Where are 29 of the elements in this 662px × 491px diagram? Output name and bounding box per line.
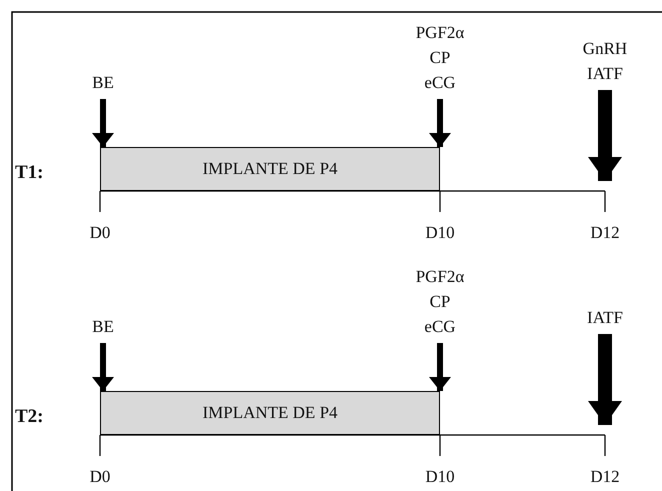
treatment-label: eCG xyxy=(423,72,457,94)
day-label: D12 xyxy=(589,222,621,244)
day-label: D0 xyxy=(88,222,112,244)
day-label: D10 xyxy=(424,466,456,488)
treatment-label: BE xyxy=(58,314,148,339)
implant-period-bar xyxy=(100,147,440,191)
arrow xyxy=(92,99,114,147)
day-label: D10 xyxy=(424,222,456,244)
treatment-label: IATF xyxy=(560,305,650,330)
treatment-label: IATF xyxy=(586,63,624,85)
day-label: D12 xyxy=(589,466,621,488)
treatment-label: BE xyxy=(58,70,148,95)
arrow xyxy=(588,334,622,425)
day-label: D0 xyxy=(88,466,112,488)
group-label: T2: xyxy=(15,405,44,429)
arrow xyxy=(429,99,451,147)
treatment-label: CP xyxy=(428,47,452,69)
bar-label: IMPLANTE DE P4 xyxy=(202,159,338,179)
arrow xyxy=(429,343,451,391)
treatment-label: GnRH xyxy=(582,38,628,60)
bar-label: IMPLANTE DE P4 xyxy=(202,403,338,423)
group-label: T1: xyxy=(15,161,44,185)
treatment-label: CP xyxy=(428,291,452,313)
treatment-label: eCG xyxy=(423,316,457,338)
arrow xyxy=(92,343,114,391)
treatment-label: PGF2α xyxy=(414,22,466,44)
treatment-label: PGF2α xyxy=(414,266,466,288)
implant-period-bar xyxy=(100,391,440,435)
arrow xyxy=(588,90,622,181)
